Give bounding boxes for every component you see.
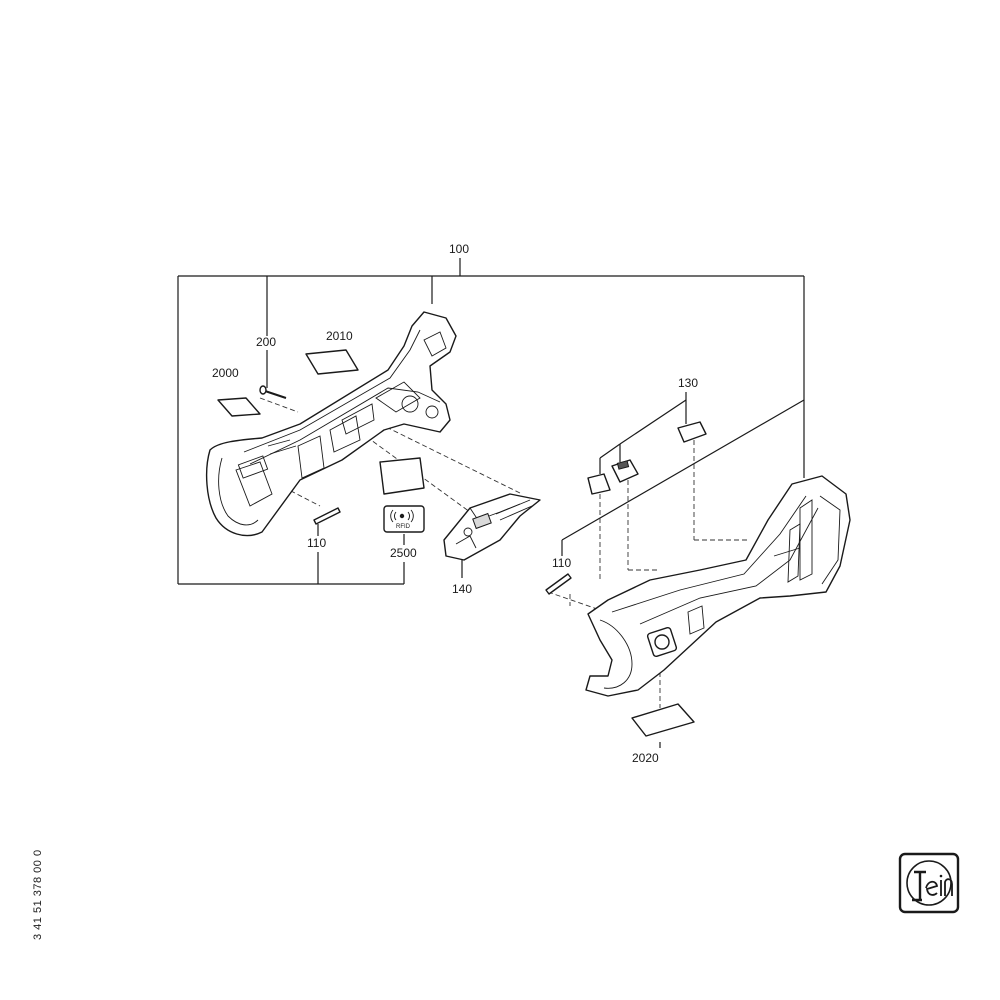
housing-half-left bbox=[205, 311, 457, 537]
label-2020 bbox=[631, 703, 695, 737]
rfid-label: RFID bbox=[396, 524, 411, 530]
callout-numbers: 100 200 2010 2000 130 110 110 2500 140 2… bbox=[212, 242, 698, 765]
contact-block-130-b bbox=[611, 459, 639, 483]
housing-half-right bbox=[585, 475, 851, 697]
callout-200: 200 bbox=[256, 335, 276, 349]
rfid-tag-2500: RFID bbox=[383, 505, 425, 533]
pin-110-left bbox=[313, 507, 341, 525]
callout-140: 140 bbox=[452, 582, 472, 596]
callout-100: 100 bbox=[449, 242, 469, 256]
callout-2000: 2000 bbox=[212, 366, 239, 380]
pin-110-right bbox=[545, 573, 572, 595]
callout-110-right: 110 bbox=[552, 556, 571, 570]
contact-block-130-a bbox=[677, 421, 707, 443]
callout-2500: 2500 bbox=[390, 546, 417, 560]
contact-block-130-c bbox=[587, 473, 611, 495]
screw-200 bbox=[259, 385, 287, 399]
label-2010 bbox=[305, 349, 359, 375]
callout-130: 130 bbox=[678, 376, 698, 390]
document-number: 3 41 51 378 00 0 bbox=[32, 849, 44, 940]
leader-lines bbox=[177, 258, 805, 748]
fein-logo-icon bbox=[898, 852, 960, 914]
callout-2020: 2020 bbox=[632, 751, 659, 765]
switch-module-140 bbox=[443, 493, 541, 561]
callout-110-left: 110 bbox=[307, 536, 326, 550]
label-2000 bbox=[217, 397, 261, 417]
callout-2010: 2010 bbox=[326, 329, 353, 343]
label-plate bbox=[379, 457, 425, 495]
